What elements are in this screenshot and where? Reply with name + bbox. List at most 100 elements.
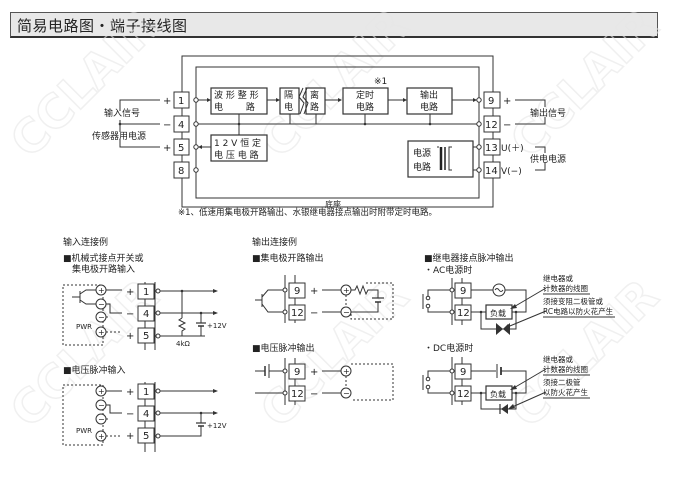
diagram-label: 8	[178, 166, 184, 177]
diagram-stroke	[182, 326, 202, 337]
diagram-label: 5	[143, 331, 149, 342]
diagram-label: 定时	[356, 89, 374, 101]
diagram-label: +	[126, 287, 134, 298]
diagram-label: 14	[485, 166, 498, 177]
diagram-stroke	[302, 87, 309, 115]
waveform-shaping-block	[210, 87, 268, 115]
diagram-stroke	[137, 405, 155, 422]
diagram-label: 1	[143, 387, 149, 398]
regulator-12v-block	[210, 134, 268, 162]
diagram-stroke	[155, 310, 161, 316]
diagram-stroke	[449, 368, 455, 374]
diagram-label: 电 路	[214, 101, 255, 113]
diagram-label: ■电压脉冲输出	[252, 342, 315, 354]
diagram-label: 电路	[413, 161, 431, 173]
diagram-stroke	[282, 368, 288, 374]
diagram-stroke	[137, 283, 155, 300]
diagram-stroke	[511, 287, 547, 309]
diagram-stroke	[535, 146, 546, 153]
diagram-stroke	[476, 121, 482, 127]
diagram-stroke	[428, 122, 432, 126]
diagram-stroke	[155, 410, 161, 416]
diagram-label: 计数器的线圈	[543, 283, 588, 293]
diagram-stroke	[476, 167, 482, 173]
diagram-label: ■集电极开路输出	[252, 252, 324, 264]
footnote: ※1、低速用集电极开路输出、水银继电器接点输出时附带定时电路。	[178, 207, 437, 218]
diagram-label: 电路	[356, 101, 374, 113]
sensor-power-label: 传感器用电源	[92, 130, 146, 142]
diagram-label: 负载	[490, 308, 506, 318]
diagram-stroke	[515, 117, 546, 125]
diagram-stroke	[535, 163, 546, 171]
diagram-stroke	[508, 404, 515, 409]
diagram-label: +12V	[207, 422, 227, 430]
diagram-stroke	[338, 98, 342, 102]
terminal-13	[483, 138, 501, 156]
diagram-label: +12V	[207, 322, 227, 330]
terminal-12	[483, 115, 501, 133]
diagram-label: CCLAIR	[500, 0, 669, 168]
diagram-label: 电路	[420, 101, 438, 113]
diagram-label: 计数器的线圈	[543, 364, 588, 374]
diode-icon	[499, 404, 508, 414]
diagram-stroke	[180, 289, 184, 293]
diagram-stroke	[119, 139, 160, 148]
diagram-stroke	[137, 305, 155, 322]
diagram-label: 5	[178, 143, 184, 154]
resistor-icon	[177, 317, 187, 336]
diagram-stroke	[193, 121, 199, 127]
diagram-label: 须接变阻二极管或	[543, 296, 603, 306]
terminal-14	[483, 161, 501, 179]
diagram-label: 输出	[420, 89, 438, 101]
diagram-stroke	[276, 98, 280, 102]
diagram-label: +	[126, 431, 134, 442]
transformer-icon	[437, 146, 452, 171]
diagram-stroke	[515, 99, 546, 107]
isolation-break	[298, 87, 305, 115]
diagram-label: 4kΩ	[176, 340, 191, 348]
diagram-stroke	[448, 146, 452, 171]
diagram-label: +	[98, 432, 105, 441]
terminal-1	[173, 91, 190, 109]
diagram-label: 12	[457, 308, 470, 319]
sign-plus-1: +	[163, 96, 171, 107]
diagram-label: 4	[143, 409, 149, 420]
diagram-label: +	[343, 367, 350, 376]
diagram-stroke	[449, 309, 455, 315]
diagram-stroke	[193, 97, 199, 103]
diagram-label: −	[310, 389, 318, 400]
diagram-label: 4	[178, 120, 184, 131]
diagram-stroke	[261, 289, 283, 298]
diagram-label: 9	[460, 286, 466, 297]
diagram-stroke	[425, 384, 431, 390]
diagram-label: +	[310, 286, 318, 297]
diagram-stroke	[237, 122, 241, 126]
diagram-label: −	[126, 409, 134, 420]
diagram-label: −	[343, 308, 350, 317]
diagram-stroke	[340, 387, 352, 399]
diagram-label: −	[98, 401, 105, 410]
diagram-label: 9	[460, 367, 466, 378]
diagram-stroke	[350, 282, 394, 320]
diagram-label: 离	[310, 89, 319, 101]
diagram-label: 1 2 V 恒 定	[214, 137, 261, 149]
diagram-label: −	[98, 415, 105, 424]
voltage-pulse-output-diagram: 9 12 + − + −	[255, 358, 394, 405]
diagram-label: 1	[178, 96, 184, 107]
diagram-stroke	[198, 145, 202, 149]
diagram-label: CCLAIR	[0, 0, 169, 168]
diagram-stroke	[193, 167, 199, 173]
diagram-label: −	[98, 313, 105, 322]
diagram-label: 路	[310, 101, 319, 113]
relay-ac-output-diagram: 9 12 负载	[422, 273, 615, 335]
diagram-label: 电	[284, 101, 293, 113]
diagram-stroke	[137, 327, 155, 344]
diagram-stroke	[503, 323, 510, 335]
diagram-stroke	[213, 289, 218, 293]
diagram-stroke	[504, 310, 547, 329]
input-examples: 输入连接例 ■机械式接点开关或 集电极开路输入 1 4 5 + − + + −	[62, 236, 227, 452]
diagram-label: +	[126, 331, 134, 342]
resistor-icon	[351, 284, 379, 298]
diagram-stroke	[213, 411, 218, 415]
diagram-label: 9	[488, 96, 494, 107]
